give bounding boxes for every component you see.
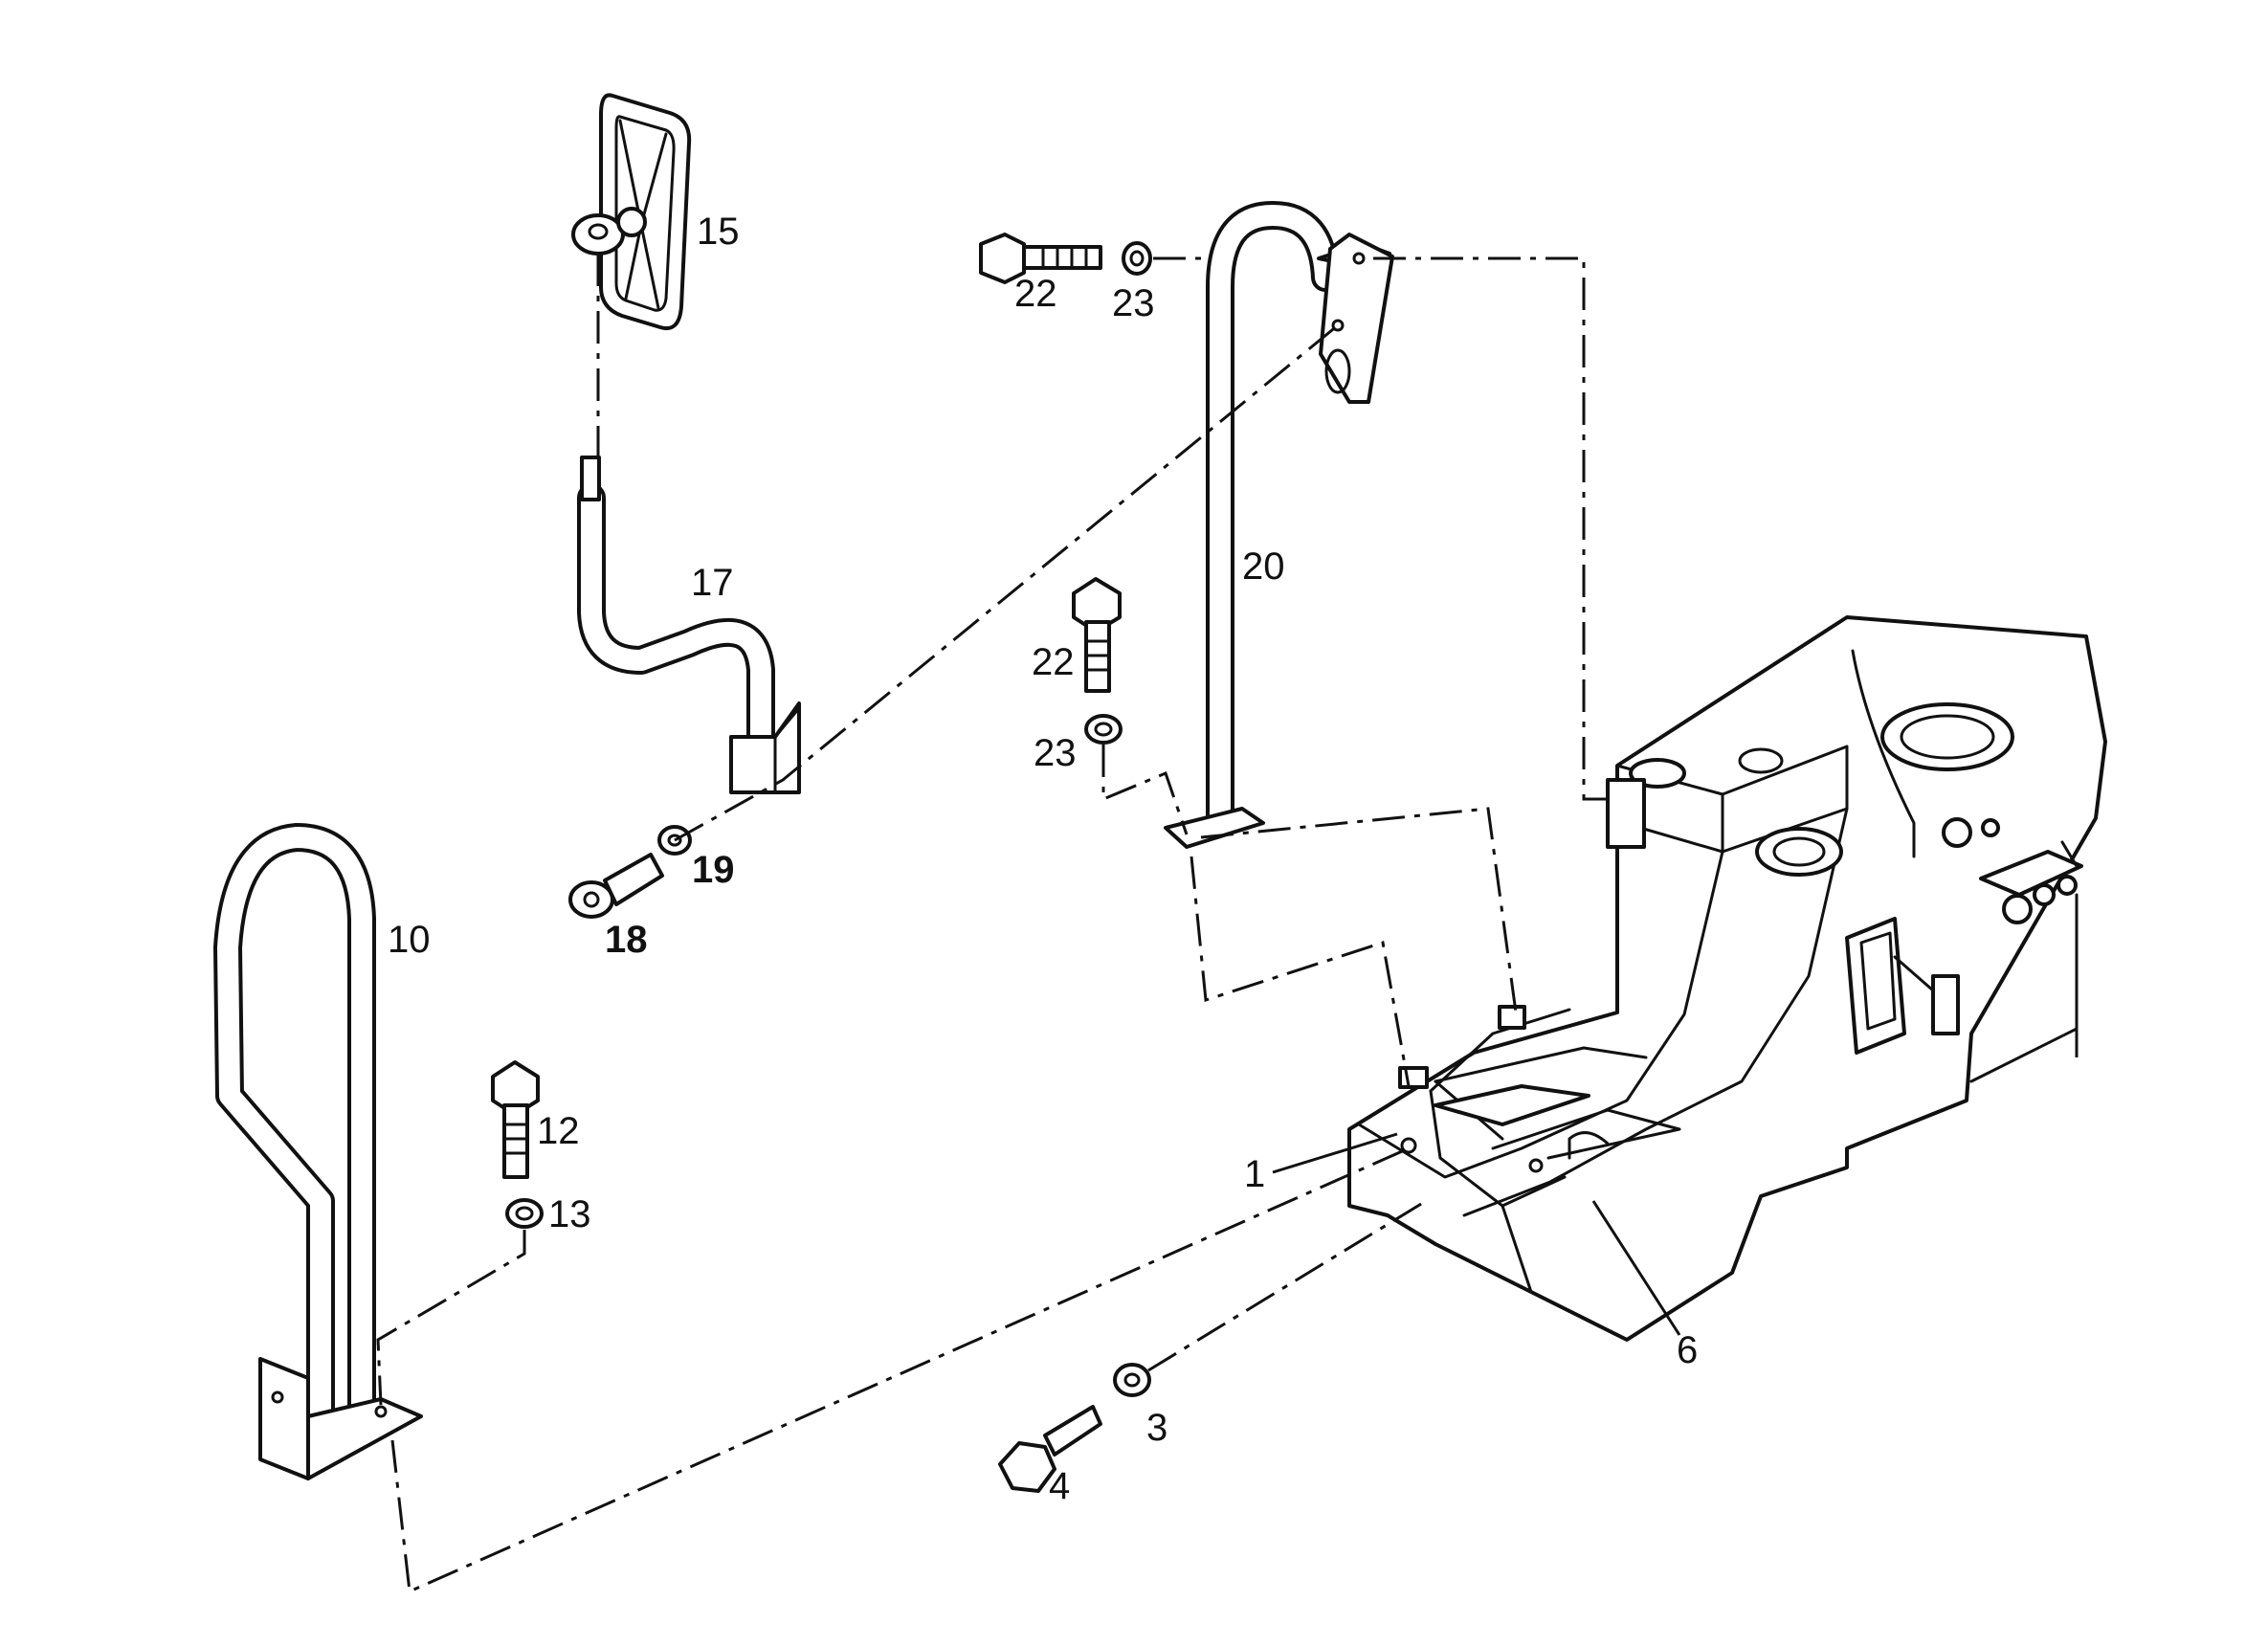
handrail-part-10 — [213, 823, 423, 1480]
callout-19: 19 — [692, 849, 735, 891]
callout-1: 1 — [1244, 1153, 1265, 1195]
callout-15: 15 — [697, 211, 740, 253]
callout-12: 12 — [537, 1110, 580, 1152]
grab-handle-part-20 — [1164, 201, 1394, 849]
callout-23-top: 23 — [1112, 282, 1155, 324]
callout-17: 17 — [691, 562, 734, 604]
callout-labels: 1 3 4 6 10 12 13 15 17 18 19 20 22 23 22… — [388, 211, 1698, 1507]
washer-part-13 — [505, 1198, 544, 1229]
bolt-part-18 — [568, 853, 664, 919]
callout-4: 4 — [1049, 1465, 1070, 1507]
callout-22-middle: 22 — [1032, 641, 1075, 683]
washer-part-23-top — [1122, 241, 1152, 276]
mirror-part-15 — [571, 93, 692, 330]
assembly-leader-lines — [376, 254, 2079, 1594]
callout-18: 18 — [605, 919, 648, 961]
washer-part-23-middle — [1084, 714, 1123, 745]
callout-pointers — [1272, 1132, 1681, 1336]
body-part-1-and-tank-part-6 — [1347, 615, 2107, 1342]
washer-part-3 — [1113, 1363, 1151, 1397]
callout-10: 10 — [388, 919, 431, 961]
callout-6: 6 — [1677, 1329, 1698, 1371]
callout-13: 13 — [548, 1193, 591, 1235]
callout-22-top: 22 — [1014, 273, 1057, 315]
mirror-arm-part-17 — [577, 456, 801, 794]
callout-20: 20 — [1242, 545, 1285, 588]
callout-23-middle: 23 — [1034, 732, 1077, 774]
callout-3: 3 — [1146, 1407, 1167, 1449]
bolt-part-4 — [998, 1405, 1102, 1493]
bolt-part-22-middle — [1072, 577, 1122, 693]
bolt-part-12 — [491, 1060, 540, 1179]
bolt-part-22-top — [979, 233, 1102, 284]
